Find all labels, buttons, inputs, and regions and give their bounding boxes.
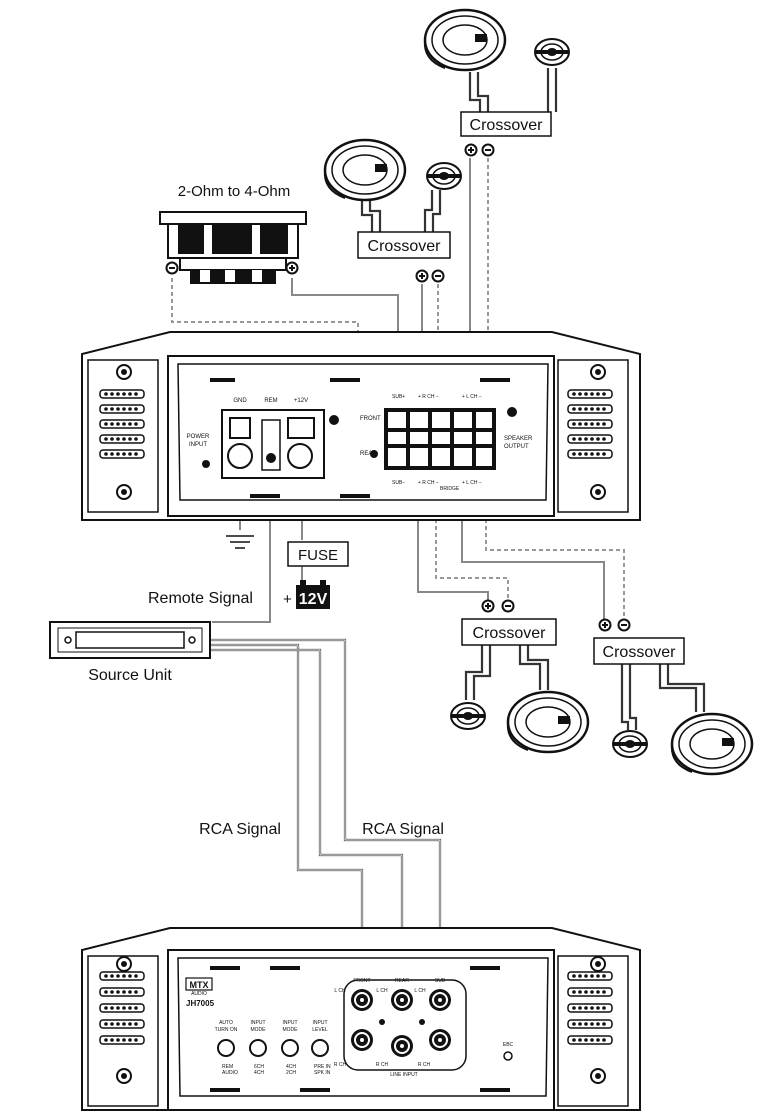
fuse: FUSE [287, 541, 349, 567]
lower-left-woofer [506, 690, 590, 754]
bot-lch-label: + L CH − [462, 480, 482, 486]
lch3-label: L CH [414, 988, 426, 994]
battery-plus-label: + [283, 591, 292, 608]
lower-right-woofer [670, 712, 754, 776]
crossover-mid: Crossover [357, 231, 451, 259]
source-unit-label: Source Unit [88, 667, 172, 684]
brand-sub-label: AUDIO [191, 991, 207, 997]
top-sub-label: SUB+ [392, 394, 405, 400]
crossover-lr-plus-icon [598, 618, 612, 632]
rca-inputs [351, 989, 451, 1057]
front-input-label: FRONT [353, 978, 370, 984]
opt-prein-label: PRE IN [314, 1064, 331, 1070]
auto-turn-on-label-2: TURN ON [215, 1027, 238, 1033]
line-input-label: LINE INPUT [390, 1072, 418, 1078]
remote-signal-label: Remote Signal [148, 590, 253, 607]
sub-plus-icon [285, 261, 299, 275]
opt-rem-label: REM [222, 1064, 233, 1070]
mid-tweeter [426, 162, 462, 190]
ground-icon [226, 535, 254, 549]
sub-minus-icon [165, 261, 179, 275]
crossover-top: Crossover [460, 111, 552, 137]
rch3-label: R CH [418, 1062, 431, 1068]
crossover-lower-right: Crossover [593, 637, 685, 665]
crossover-mid-minus-icon [431, 269, 445, 283]
crossover-lower-left: Crossover [461, 618, 557, 646]
input-mode2-label-1: INPUT [283, 1020, 298, 1026]
amplifier-top [81, 331, 641, 521]
speaker-output-label-2: OUTPUT [504, 444, 529, 450]
bot-sub-label: SUB− [392, 480, 405, 486]
brand-label: MTX [190, 980, 209, 990]
auto-turn-on-label-1: AUTO [219, 1020, 233, 1026]
top-lch-label: + L CH − [462, 394, 482, 400]
mid-woofer [323, 138, 407, 202]
crossover-ll-plus-icon [481, 599, 495, 613]
top-tweeter [534, 38, 570, 66]
input-mode2-label-2: MODE [283, 1027, 299, 1033]
amplifier-bottom [81, 927, 641, 1111]
crossover-lr-minus-icon [617, 618, 631, 632]
crossover-ll-label: Crossover [473, 625, 547, 642]
brand-logo [185, 977, 213, 991]
top-rch-label: + R CH − [418, 394, 439, 400]
opt-4ch-b-label: 4CH [286, 1064, 296, 1070]
input-mode-label-1: INPUT [251, 1020, 266, 1026]
rear-label: REAR [360, 451, 377, 457]
crossover-ll-minus-icon [501, 599, 515, 613]
subwoofer-impedance-label: 2-Ohm to 4-Ohm [178, 183, 291, 200]
opt-6ch-label: 6CH [254, 1064, 264, 1070]
crossover-mid-label: Crossover [368, 238, 442, 255]
opt-2ch-label: 2CH [286, 1070, 296, 1076]
sub-input-label: SUB [435, 978, 446, 984]
top-woofer [423, 8, 507, 72]
bridge-label: BRIDGE [440, 486, 460, 492]
crossover-lr-label: Crossover [603, 644, 677, 661]
control-knobs [217, 1039, 513, 1061]
opt-audio-label: AUDIO [222, 1070, 238, 1076]
input-mode-label-2: MODE [251, 1027, 267, 1033]
opt-spkin-label: SPK IN [314, 1070, 331, 1076]
model-label: JH7005 [186, 999, 215, 1008]
rem-label: REM [264, 398, 277, 404]
ebc-label: EBC [503, 1042, 514, 1048]
power-input-label-2: INPUT [189, 442, 207, 448]
rch2-label: R CH [376, 1062, 389, 1068]
lch1-label: L CH [334, 988, 346, 994]
crossover-top-minus-icon [481, 143, 495, 157]
fuse-label: FUSE [298, 547, 338, 564]
rca-signal-left-label: RCA Signal [199, 821, 281, 838]
bot-rch-label: + R CH − [418, 480, 439, 486]
speaker-output-label-1: SPEAKER [504, 436, 533, 442]
crossover-mid-plus-icon [415, 269, 429, 283]
crossover-top-label: Crossover [470, 117, 544, 134]
gnd-label: GND [233, 398, 247, 404]
battery-label: 12V [299, 591, 328, 608]
rca-signal-right-label: RCA Signal [362, 821, 444, 838]
speaker-terminal-cells [388, 412, 492, 466]
input-level-label-1: INPUT [313, 1020, 328, 1026]
power-input-label-1: POWER [187, 434, 210, 440]
opt-4ch-label: 4CH [254, 1070, 264, 1076]
lch2-label: L CH [376, 988, 388, 994]
lower-left-tweeter [450, 702, 486, 730]
source-unit [49, 621, 211, 659]
lower-right-tweeter [612, 730, 648, 758]
subwoofer [159, 211, 307, 284]
battery-icon [296, 580, 330, 609]
input-level-label-2: LEVEL [312, 1027, 328, 1033]
plus12v-label: +12V [294, 398, 308, 404]
rear-input-label: REAR [395, 978, 409, 984]
crossover-top-plus-icon [464, 143, 478, 157]
front-label: FRONT [360, 416, 381, 422]
rch1-label: R CH [334, 1062, 347, 1068]
